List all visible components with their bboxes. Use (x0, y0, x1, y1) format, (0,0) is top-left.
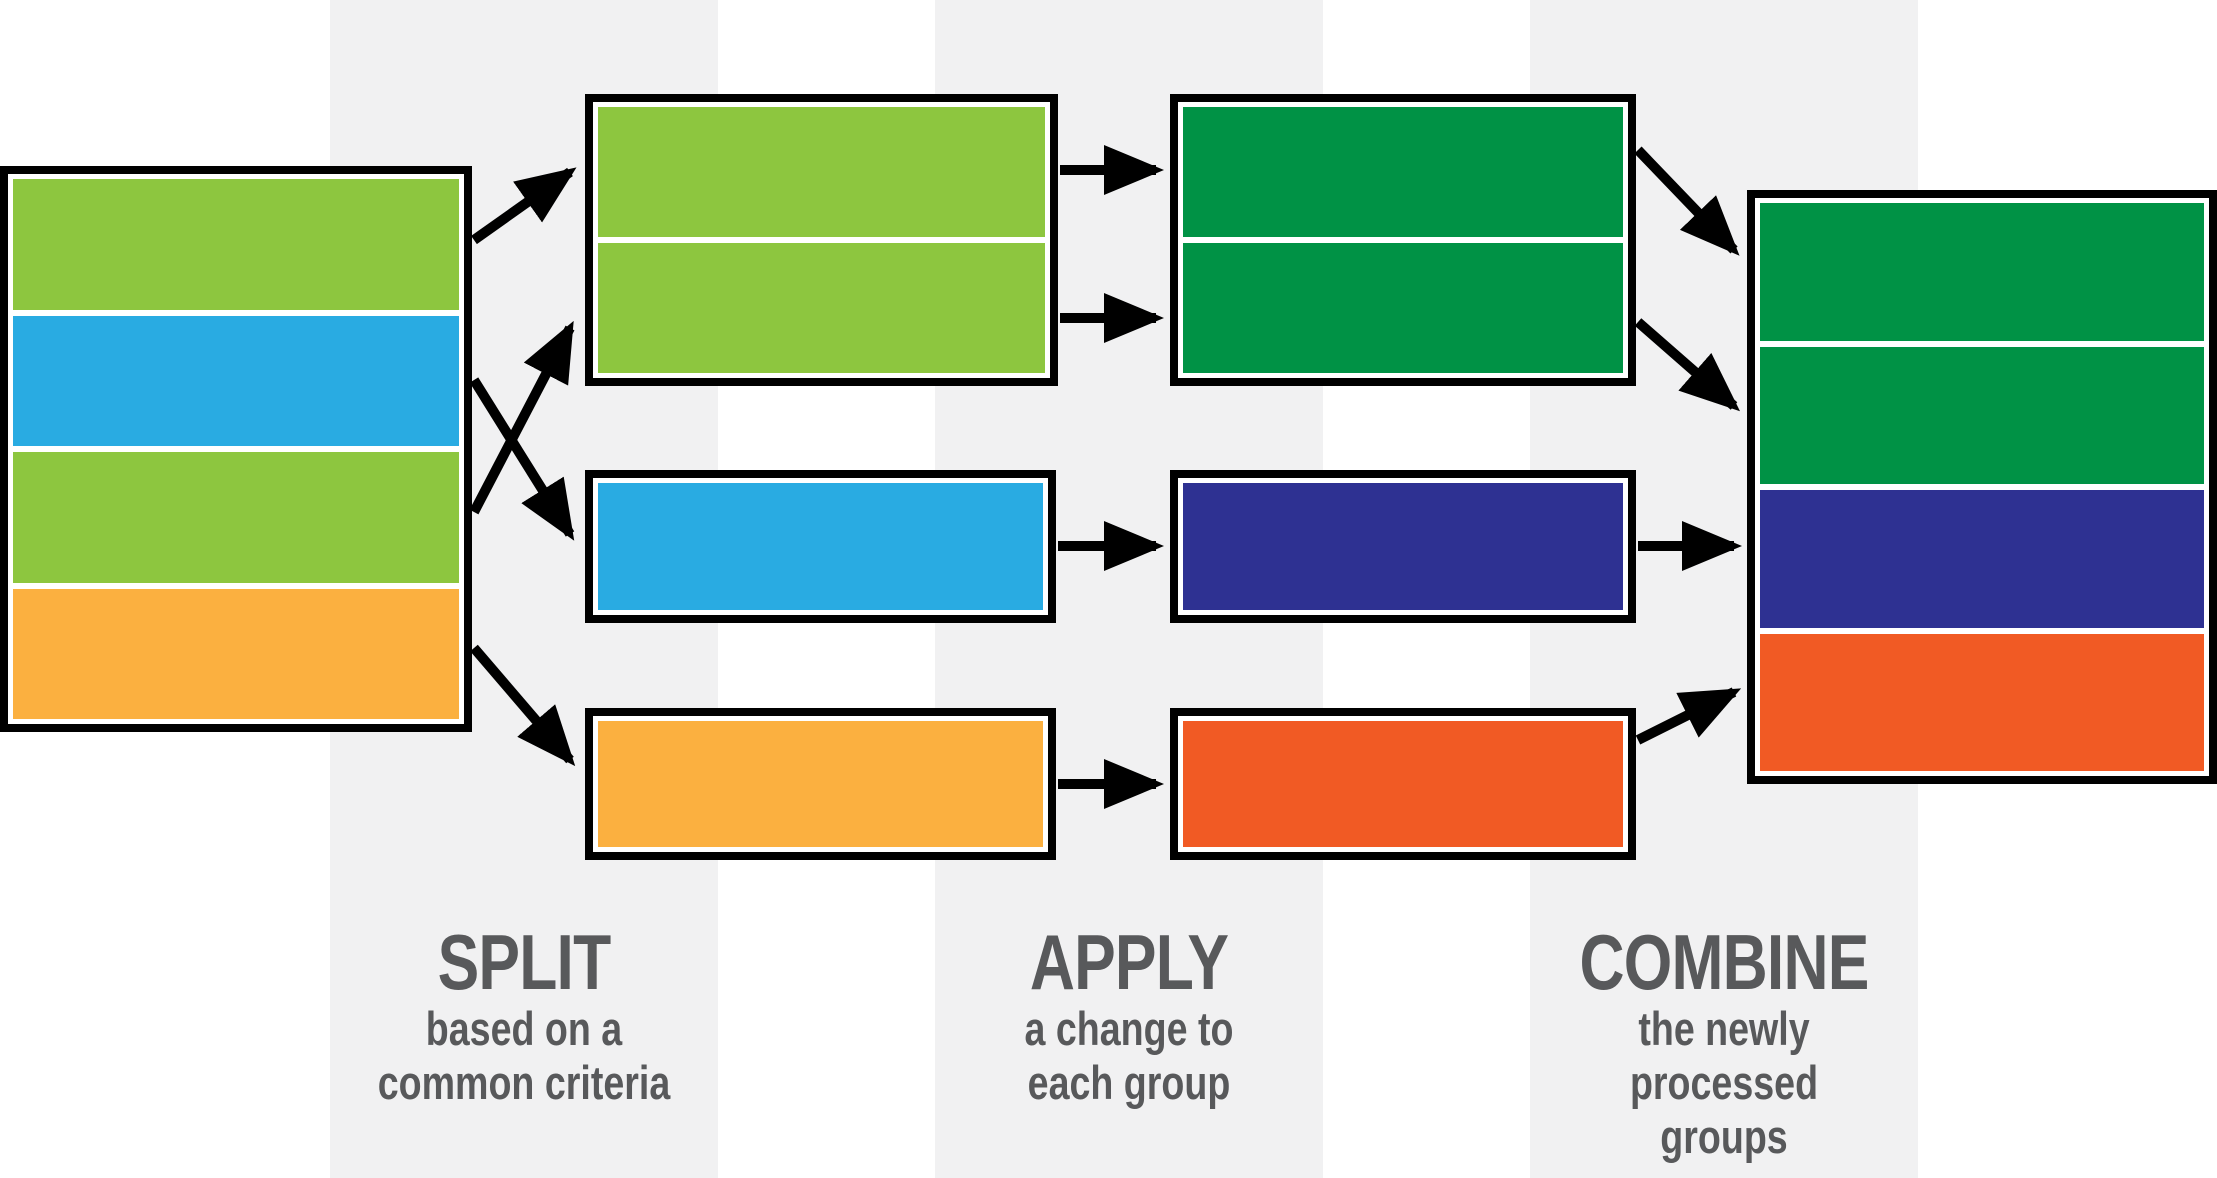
arrow-source-to-split-green1 (471, 167, 577, 245)
apply-subtitle-1: a change to (1024, 1002, 1234, 1055)
combine-subtitle-1: the newly (1638, 1002, 1810, 1055)
apply-navy-band (1183, 483, 1623, 610)
arrow-apply-to-combine-green2 (1634, 318, 1741, 412)
split-green-band-1 (598, 107, 1045, 237)
split-group-orange-box (585, 708, 1056, 860)
apply-group-navy-box (1170, 470, 1636, 623)
combine-band-darkgreen-2 (1760, 346, 2204, 484)
apply-stage-label: APPLY a change to each group (974, 922, 1284, 1110)
apply-red-band (1183, 721, 1623, 847)
split-stage-label: SPLIT based on a common criteria (369, 922, 679, 1110)
apply-subtitle-2: each group (1027, 1056, 1231, 1109)
source-band-blue (13, 315, 459, 446)
source-band-green-2 (13, 452, 459, 583)
arrow-apply-to-combine-green1 (1634, 146, 1740, 256)
source-band-orange (13, 588, 459, 719)
combine-title: COMBINE (1579, 918, 1869, 1006)
apply-darkgreen-band-1 (1183, 107, 1623, 237)
source-data-box (0, 166, 472, 732)
split-title: SPLIT (437, 918, 612, 1006)
arrow-source-to-split-blue (469, 377, 575, 541)
split-subtitle-2: common criteria (377, 1056, 671, 1109)
split-group-blue-box (585, 470, 1056, 623)
combined-result-box (1747, 190, 2217, 784)
apply-title: APPLY (1029, 918, 1229, 1006)
combine-band-darkgreen-1 (1760, 203, 2204, 341)
combine-band-navy (1760, 490, 2204, 628)
split-group-green-box (585, 94, 1058, 386)
source-band-green-1 (13, 179, 459, 310)
arrow-source-to-split-green2 (469, 320, 575, 515)
split-orange-band (598, 721, 1043, 847)
apply-darkgreen-band-2 (1183, 243, 1623, 373)
split-subtitle-1: based on a (425, 1002, 623, 1055)
combine-stage-label: COMBINE the newly processed groups (1569, 922, 1879, 1164)
combine-subtitle-2: processed groups (1629, 1056, 1819, 1163)
apply-group-red-box (1170, 708, 1636, 860)
split-blue-band (598, 483, 1043, 610)
arrow-apply-to-combine-red (1635, 687, 1742, 745)
split-green-band-2 (598, 243, 1045, 373)
combine-band-red (1760, 633, 2204, 771)
arrow-source-to-split-orange (470, 644, 576, 767)
apply-group-darkgreen-box (1170, 94, 1636, 386)
